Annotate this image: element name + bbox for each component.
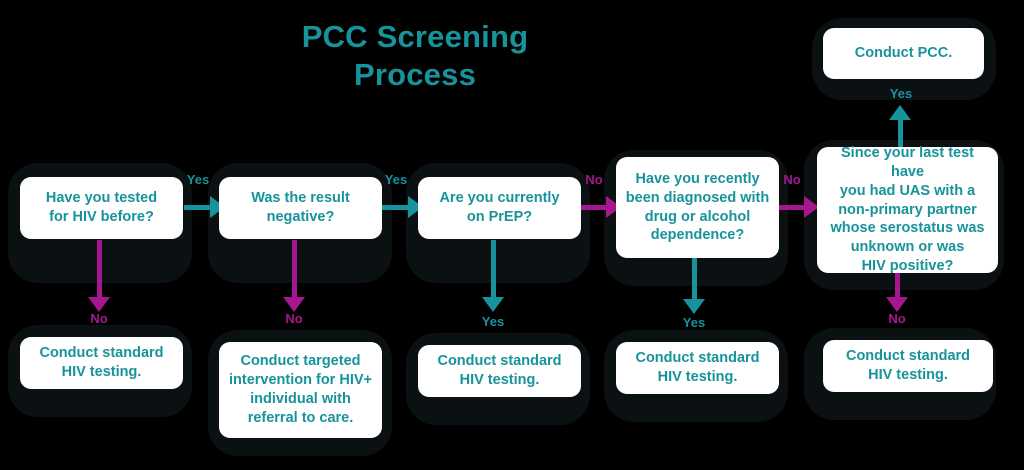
- edge-label-q2-q3: Yes: [384, 172, 408, 187]
- edge-label-q1-t1: No: [90, 311, 108, 326]
- edge-line-q5-t5: [895, 272, 900, 302]
- edge-arrowhead-q4-q5: [804, 196, 819, 218]
- node-conduct-standard-hiv-testing-2[interactable]: Conduct standard HIV testing.: [418, 345, 581, 397]
- edge-line-q2-t2: [292, 240, 297, 302]
- page-title: PCC Screening Process: [301, 19, 529, 93]
- node-conduct-standard-hiv-testing-1[interactable]: Conduct standard HIV testing.: [20, 337, 183, 389]
- edge-label-q5-t5: No: [888, 311, 906, 326]
- node-are-you-currently-on-prep[interactable]: Are you currently on PrEP?: [418, 177, 581, 239]
- edge-arrowhead-q1-t1: [88, 297, 110, 312]
- edge-arrowhead-q4-t4: [683, 299, 705, 314]
- edge-label-q1-q2: Yes: [186, 172, 210, 187]
- node-conduct-targeted-intervention[interactable]: Conduct targeted intervention for HIV+ i…: [219, 342, 382, 438]
- edge-arrowhead-q5-t5: [886, 297, 908, 312]
- edge-line-q4-q5: [778, 205, 806, 210]
- node-have-you-tested-for-hiv-before[interactable]: Have you tested for HIV before?: [20, 177, 183, 239]
- edge-line-q1-t1: [97, 240, 102, 302]
- edge-line-q1-q2: [184, 205, 212, 210]
- node-uas-non-primary-partner-serostatus[interactable]: Since your last test have you had UAS wi…: [817, 145, 998, 274]
- edge-arrowhead-q5-pcc: [889, 105, 911, 120]
- edge-line-q3-t3: [491, 240, 496, 302]
- edge-arrowhead-q2-t2: [283, 297, 305, 312]
- edge-line-q2-q3: [382, 205, 410, 210]
- edge-label-q5-pcc: Yes: [889, 86, 913, 101]
- node-conduct-standard-hiv-testing-4[interactable]: Conduct standard HIV testing.: [823, 340, 993, 392]
- node-drug-or-alcohol-dependence[interactable]: Have you recently been diagnosed with dr…: [616, 157, 779, 258]
- node-was-the-result-negative[interactable]: Was the result negative?: [219, 177, 382, 239]
- edge-label-q4-q5: No: [783, 172, 801, 187]
- edge-label-q3-t3: Yes: [481, 314, 505, 329]
- edge-line-q4-t4: [692, 258, 697, 304]
- edge-label-q2-t2: No: [285, 311, 303, 326]
- node-conduct-pcc[interactable]: Conduct PCC.: [823, 28, 984, 79]
- edge-line-q5-pcc: [898, 118, 903, 148]
- edge-label-q4-t4: Yes: [682, 315, 706, 330]
- edge-line-q3-q4: [580, 205, 608, 210]
- edge-arrowhead-q3-t3: [482, 297, 504, 312]
- edge-label-q3-q4: No: [585, 172, 603, 187]
- node-conduct-standard-hiv-testing-3[interactable]: Conduct standard HIV testing.: [616, 342, 779, 394]
